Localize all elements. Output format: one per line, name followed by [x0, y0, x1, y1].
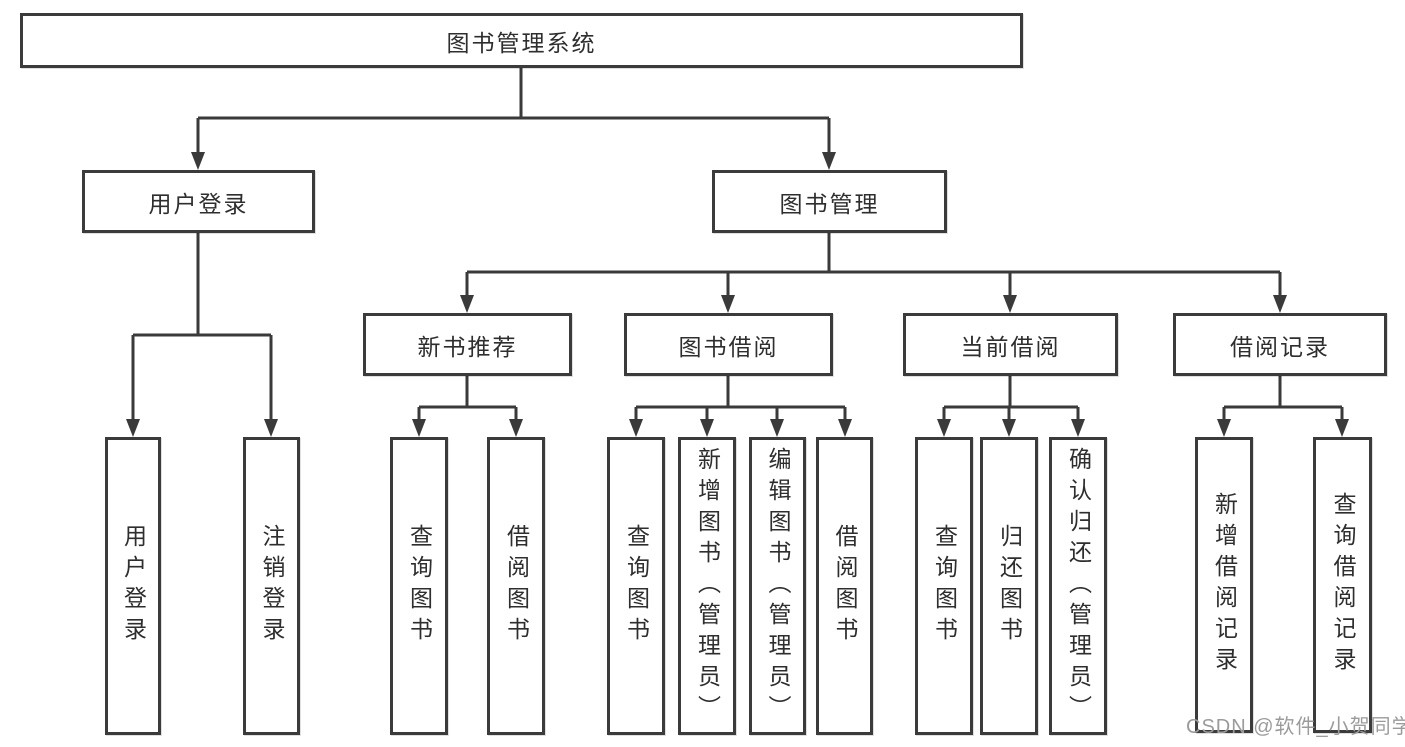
connector-root-to-level2 [191, 68, 836, 170]
node-borrow-record: 借阅记录 [1173, 313, 1387, 376]
leaf-borrow-query-book: 查询图书 [607, 437, 665, 735]
leaf-return-book-label: 归还图书 [996, 524, 1023, 648]
node-book-borrow: 图书借阅 [624, 313, 833, 376]
leaf-recommend-query-book-label: 查询图书 [406, 524, 433, 648]
leaf-query-borrow-record: 查询借阅记录 [1313, 437, 1372, 733]
leaf-borrow-query-book-label: 查询图书 [623, 524, 650, 648]
node-new-book-recommend-label: 新书推荐 [417, 333, 518, 360]
leaf-current-query-book-label: 查询图书 [931, 524, 958, 648]
leaf-confirm-return-admin-label: 确认归还（管理员） [1065, 446, 1092, 726]
leaf-add-book-admin-label: 新增图书（管理员） [694, 446, 721, 726]
leaf-user-login: 用户登录 [105, 437, 161, 735]
csdn-watermark: CSDN @软件_小贺同学 [1186, 716, 1405, 738]
leaf-add-borrow-record: 新增借阅记录 [1195, 437, 1253, 733]
leaf-add-book-admin: 新增图书（管理员） [678, 437, 736, 735]
node-root-label: 图书管理系统 [446, 29, 597, 56]
node-user-login-label: 用户登录 [148, 190, 249, 217]
leaf-borrow-book: 借阅图书 [816, 437, 873, 735]
leaf-query-borrow-record-label: 查询借阅记录 [1330, 492, 1356, 678]
connector-user-login-children [126, 233, 278, 437]
node-book-management-label: 图书管理 [779, 190, 880, 217]
node-user-login: 用户登录 [82, 170, 315, 233]
leaf-user-login-label: 用户登录 [120, 524, 147, 648]
leaf-edit-book-admin-label: 编辑图书（管理员） [765, 446, 791, 726]
leaf-borrow-book-label: 借阅图书 [832, 524, 858, 648]
node-book-management: 图书管理 [712, 170, 947, 233]
leaf-recommend-borrow-book: 借阅图书 [487, 437, 545, 735]
node-root-library-system: 图书管理系统 [20, 13, 1023, 68]
leaf-current-query-book: 查询图书 [915, 437, 973, 735]
connector-book-borrow-children [629, 376, 852, 437]
node-borrow-record-label: 借阅记录 [1230, 333, 1330, 360]
node-current-borrow: 当前借阅 [903, 313, 1118, 376]
leaf-add-borrow-record-label: 新增借阅记录 [1211, 492, 1238, 678]
connector-new-book-children [412, 376, 523, 437]
leaf-recommend-borrow-book-label: 借阅图书 [503, 524, 530, 648]
connector-current-borrow-children [937, 376, 1085, 437]
leaf-return-book: 归还图书 [980, 437, 1038, 735]
leaf-confirm-return-admin: 确认归还（管理员） [1049, 437, 1107, 735]
node-current-borrow-label: 当前借阅 [960, 333, 1061, 360]
connector-book-management-children [460, 233, 1287, 313]
leaf-recommend-query-book: 查询图书 [390, 437, 448, 735]
node-book-borrow-label: 图书借阅 [678, 333, 779, 360]
connector-borrow-record-children [1217, 376, 1349, 437]
leaf-edit-book-admin: 编辑图书（管理员） [749, 437, 806, 735]
leaf-logout-label: 注销登录 [259, 524, 285, 648]
node-new-book-recommend: 新书推荐 [363, 313, 572, 376]
leaf-logout: 注销登录 [243, 437, 300, 735]
